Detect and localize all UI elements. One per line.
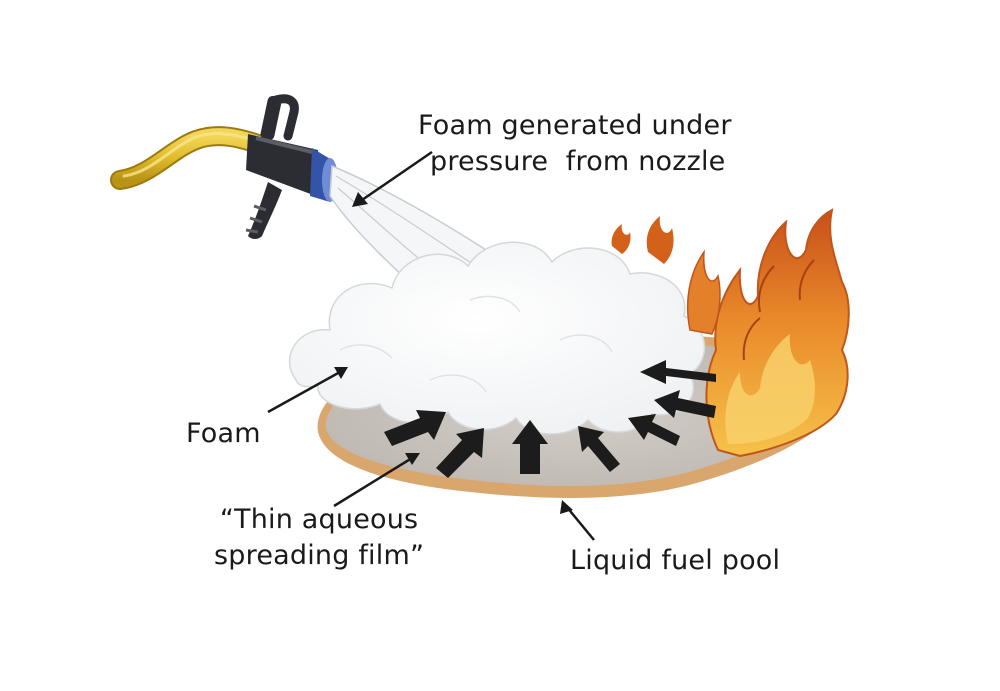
spread-arrow bbox=[578, 426, 620, 472]
spread-arrow bbox=[512, 420, 548, 474]
thin-film-label-line1: “Thin aqueous bbox=[219, 504, 419, 535]
nozzle-foam-label: Foam generated under pressure from nozzl… bbox=[418, 108, 732, 180]
spread-arrow bbox=[640, 360, 716, 384]
foam-leader-head bbox=[334, 367, 348, 379]
spread-arrow bbox=[384, 410, 446, 446]
nozzle-leader-head bbox=[352, 192, 368, 207]
film-leader bbox=[333, 456, 413, 508]
hose-icon bbox=[110, 126, 268, 190]
nozzle-icon bbox=[245, 94, 338, 239]
fire-flames bbox=[611, 208, 850, 458]
nozzle-foam-label-line2: pressure from nozzle bbox=[430, 146, 726, 177]
spread-arrow bbox=[436, 428, 484, 478]
spread-arrows bbox=[384, 360, 716, 478]
film-leader-head bbox=[405, 453, 420, 465]
leader-arrows bbox=[267, 150, 595, 541]
thin-film-label: “Thin aqueous spreading film” bbox=[214, 502, 424, 574]
foam-label: Foam bbox=[186, 418, 261, 449]
spread-arrow bbox=[654, 390, 716, 418]
nozzle-leader bbox=[361, 150, 433, 202]
foam-cloud bbox=[288, 241, 706, 435]
spread-arrow bbox=[628, 414, 680, 446]
thin-film-label-line2: spreading film” bbox=[214, 540, 425, 571]
nozzle-foam-label-line1: Foam generated under bbox=[418, 110, 732, 141]
fuel-pool-label: Liquid fuel pool bbox=[570, 545, 781, 576]
pool-leader-head bbox=[560, 500, 573, 514]
pool-leader bbox=[565, 505, 595, 541]
foam-leader bbox=[267, 370, 341, 414]
